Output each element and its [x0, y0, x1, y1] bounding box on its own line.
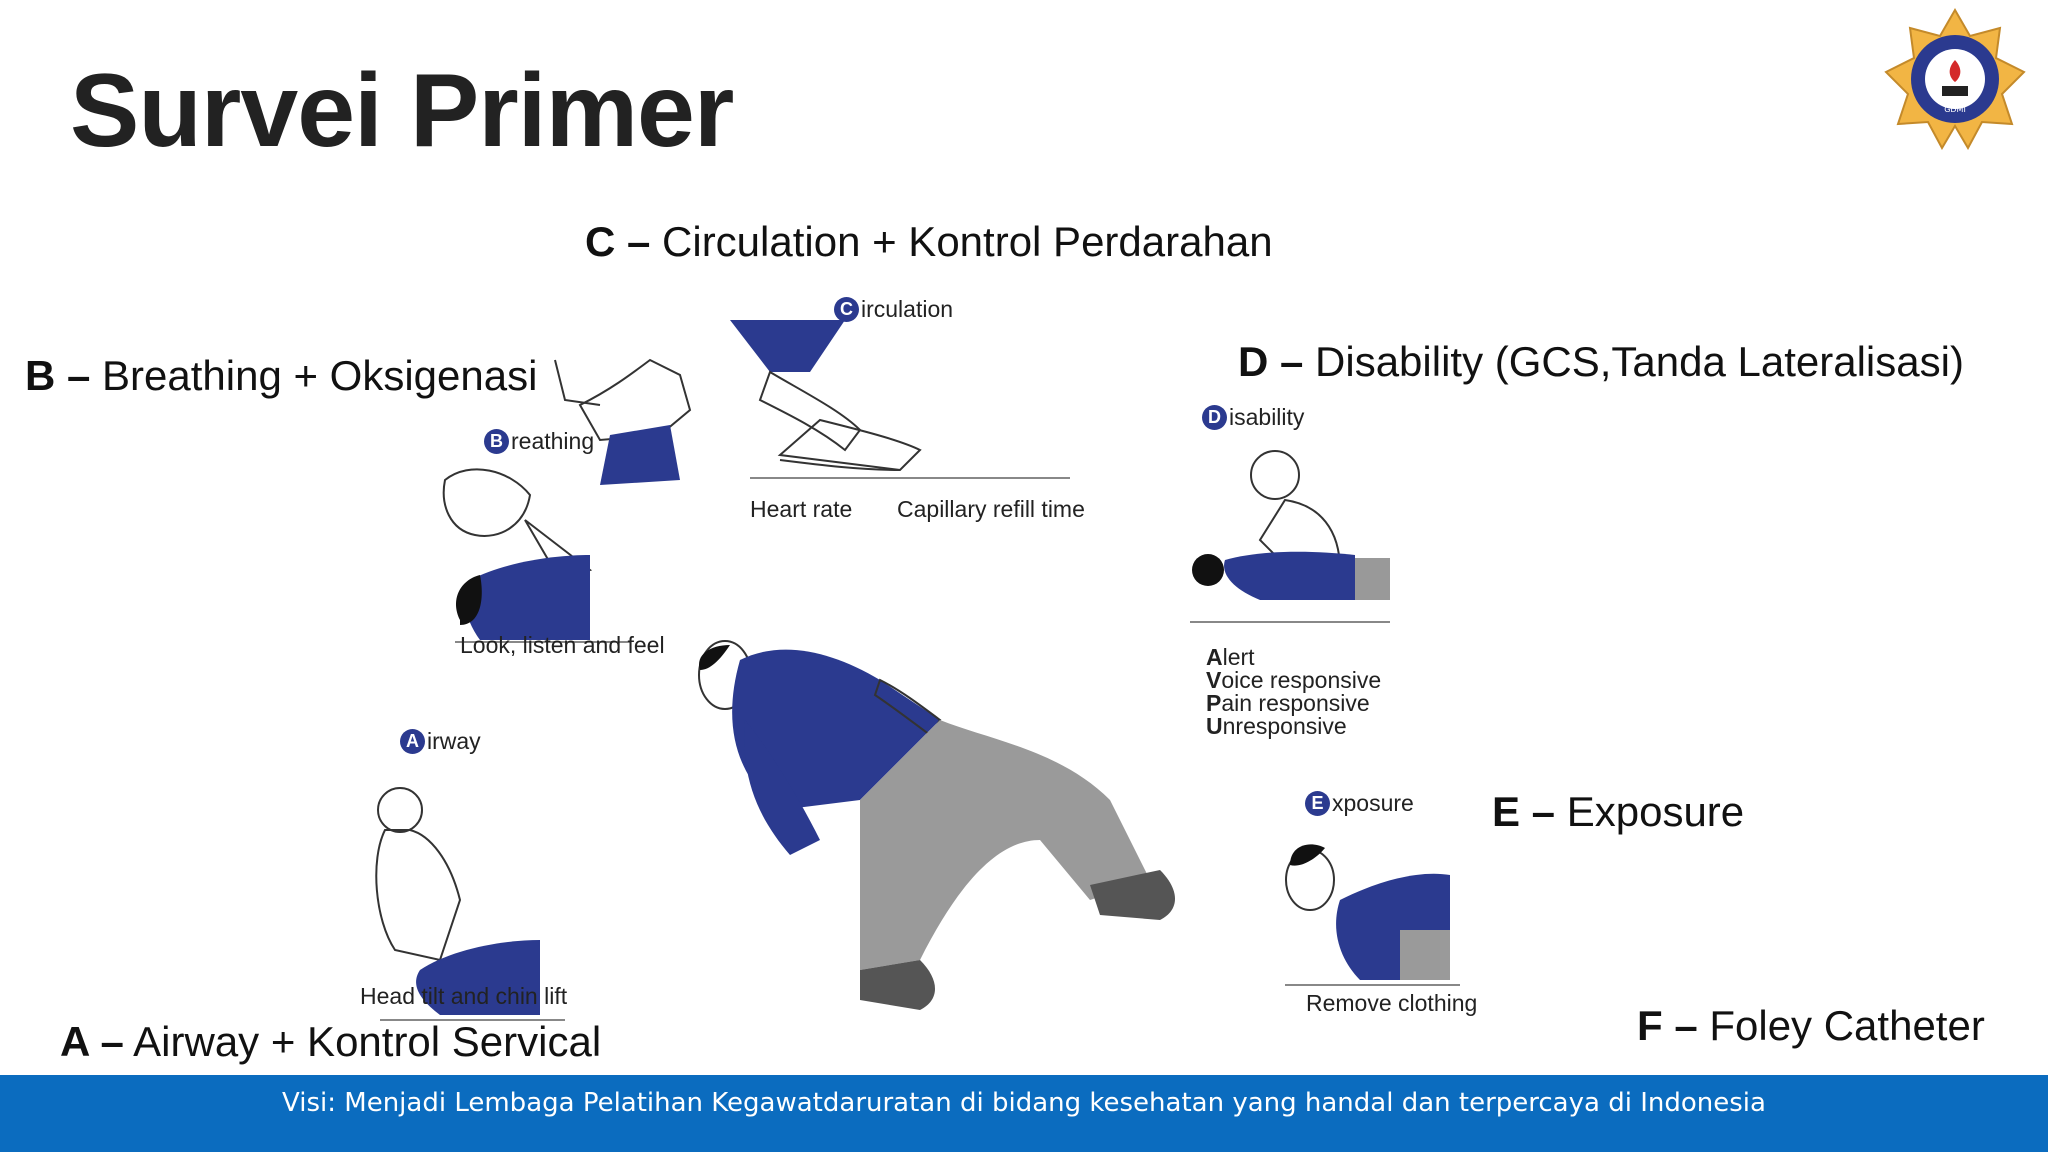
- central-patient-illustration: [698, 640, 1175, 1010]
- avpu-voice: Voice responsive: [1206, 667, 1382, 693]
- disability-illustration: [1190, 450, 1390, 623]
- avpu-unresponsive: Unresponsive: [1206, 713, 1347, 739]
- label-airway: A – Airway + Kontrol Servical: [60, 1018, 602, 1065]
- circulation-badge: C: [834, 297, 859, 322]
- avpu-alert: Alert: [1206, 644, 1255, 670]
- footer-vision-text: Visi: Menjadi Lembaga Pelatihan Kegawatd…: [282, 1088, 1766, 1118]
- logo-abbr: GDMI: [1944, 105, 1966, 114]
- primary-survey-illustration: [375, 320, 1460, 1021]
- label-disability: D – Disability (GCS,Tanda Lateralisasi): [1238, 338, 1964, 385]
- circulation-caption-capillary: Capillary refill time: [897, 496, 1085, 522]
- exposure-badge: E: [1305, 791, 1330, 816]
- circulation-illustration: [554, 320, 1070, 485]
- airway-illustration: [375, 787, 565, 1021]
- breathing-badge: B: [484, 429, 509, 454]
- avpu-pain: Pain responsive: [1206, 690, 1370, 716]
- label-breathing: B – Breathing + Oksigenasi: [25, 352, 538, 399]
- exposure-caption: Remove clothing: [1306, 990, 1478, 1016]
- label-foley: F – Foley Catheter: [1637, 1002, 1985, 1049]
- label-circulation: C – Circulation + Kontrol Perdarahan: [585, 218, 1273, 265]
- exposure-illustration: [1285, 844, 1460, 986]
- footer-bar: [0, 1075, 2048, 1152]
- breathing-illustration: [442, 468, 630, 643]
- page-title: Survei Primer: [70, 53, 734, 169]
- airway-caption: Head tilt and chin lift: [360, 983, 568, 1009]
- organization-logo: GDMI: [1884, 8, 2026, 150]
- circulation-caption-heart-rate: Heart rate: [750, 496, 853, 522]
- disability-badge: D: [1202, 405, 1227, 430]
- airway-badge: A: [400, 729, 425, 754]
- label-exposure: E – Exposure: [1492, 788, 1745, 835]
- breathing-caption: Look, listen and feel: [460, 632, 665, 658]
- avpu-list: Alert Voice responsive Pain responsive U…: [1206, 646, 1381, 738]
